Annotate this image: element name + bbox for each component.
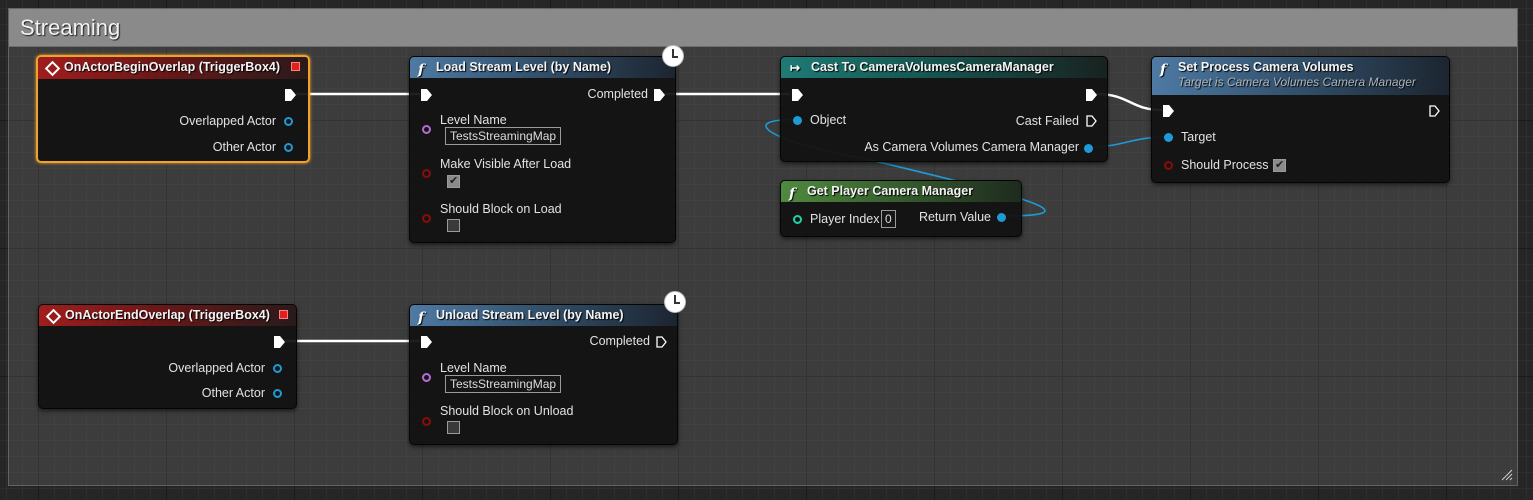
exec-output-pin[interactable] <box>285 89 296 101</box>
node-title: Cast To CameraVolumesCameraManager <box>811 60 1054 74</box>
object-output-pin[interactable] <box>273 389 282 398</box>
pin-label-should-block: Should Block on Load <box>440 202 562 216</box>
node-header[interactable]: f Unload Stream Level (by Name) <box>410 305 677 326</box>
function-f-icon: f <box>418 62 425 78</box>
pin-label-other-actor: Other Actor <box>212 140 276 154</box>
exec-output-pin[interactable] <box>654 89 665 101</box>
resize-grip-icon[interactable] <box>1501 469 1513 481</box>
close-square-icon <box>291 62 300 71</box>
object-output-pin[interactable] <box>997 213 1006 222</box>
object-output-pin[interactable] <box>273 364 282 373</box>
node-unload-stream-level[interactable]: f Unload Stream Level (by Name) Complete… <box>409 304 678 445</box>
pin-label-object: Object <box>810 113 847 127</box>
exec-output-pin[interactable] <box>656 336 667 348</box>
bool-input-pin[interactable] <box>1164 161 1173 170</box>
bool-input-pin[interactable] <box>422 417 431 426</box>
pin-label-level-name: Level Name <box>440 361 507 375</box>
node-title: Get Player Camera Manager <box>807 184 974 198</box>
pin-label-other-actor: Other Actor <box>201 386 265 400</box>
make-visible-checkbox[interactable] <box>447 174 460 188</box>
node-on-actor-end-overlap[interactable]: OnActorEndOverlap (TriggerBox4) Overlapp… <box>38 304 297 409</box>
pin-label-should-block: Should Block on Unload <box>440 404 574 418</box>
pin-label-level-name: Level Name <box>440 113 507 127</box>
node-header[interactable]: f Get Player Camera Manager <box>781 181 1021 202</box>
exec-output-pin[interactable] <box>274 336 285 348</box>
pin-label-overlapped-actor: Overlapped Actor <box>179 114 276 128</box>
pin-label-overlapped-actor: Overlapped Actor <box>168 361 265 375</box>
node-set-process-camera-volumes[interactable]: f Set Process Camera Volumes Target is C… <box>1151 56 1450 183</box>
cast-arrow-icon: ↦ <box>790 61 801 75</box>
pin-label-should-process: Should Process <box>1181 158 1269 172</box>
node-title: Load Stream Level (by Name) <box>436 60 612 74</box>
node-header[interactable]: OnActorEndOverlap (TriggerBox4) <box>39 305 296 326</box>
string-input-pin[interactable] <box>422 125 431 134</box>
cast-failed-exec-pin[interactable] <box>1086 115 1097 127</box>
should-block-checkbox[interactable] <box>447 219 460 232</box>
node-load-stream-level[interactable]: f Load Stream Level (by Name) Completed … <box>409 56 676 243</box>
node-header[interactable]: ↦ Cast To CameraVolumesCameraManager <box>781 57 1107 78</box>
exec-input-pin[interactable] <box>792 89 803 101</box>
function-f-icon: f <box>789 186 796 202</box>
pin-label-player-index: Player Index <box>810 212 880 226</box>
should-process-checkbox[interactable] <box>1273 158 1286 172</box>
exec-output-label: Completed <box>589 334 650 348</box>
object-output-pin[interactable] <box>284 143 293 152</box>
pin-label-as-camera-manager: As Camera Volumes Camera Manager <box>864 140 1079 154</box>
node-cast-to-camera-volumes-camera-manager[interactable]: ↦ Cast To CameraVolumesCameraManager Obj… <box>780 56 1108 162</box>
pin-label-return-value: Return Value <box>918 210 991 224</box>
node-header[interactable]: f Set Process Camera Volumes Target is C… <box>1152 57 1449 95</box>
object-output-pin[interactable] <box>1084 144 1093 153</box>
bool-input-pin[interactable] <box>422 214 431 223</box>
pin-label-make-visible: Make Visible After Load <box>440 157 572 171</box>
bool-input-pin[interactable] <box>422 169 431 178</box>
exec-output-pin[interactable] <box>1429 105 1440 117</box>
should-block-checkbox[interactable] <box>447 421 460 434</box>
pin-label-target: Target <box>1181 130 1216 144</box>
node-on-actor-begin-overlap[interactable]: OnActorBeginOverlap (TriggerBox4) Overla… <box>36 55 310 163</box>
exec-output-pin[interactable] <box>1086 89 1097 101</box>
player-index-input[interactable]: 0 <box>881 210 896 228</box>
node-header[interactable]: f Load Stream Level (by Name) <box>410 57 675 78</box>
node-title: Unload Stream Level (by Name) <box>436 308 624 322</box>
string-input-pin[interactable] <box>422 373 431 382</box>
exec-input-pin[interactable] <box>421 89 432 101</box>
clock-icon <box>664 291 686 313</box>
level-name-input[interactable]: TestsStreamingMap <box>445 127 562 145</box>
node-subtitle: Target is Camera Volumes Camera Manager <box>1178 75 1416 89</box>
exec-input-pin[interactable] <box>421 336 432 348</box>
int-input-pin[interactable] <box>793 215 802 224</box>
node-title: OnActorEndOverlap (TriggerBox4) <box>65 308 270 322</box>
node-title: OnActorBeginOverlap (TriggerBox4) <box>64 60 281 74</box>
level-name-input[interactable]: TestsStreamingMap <box>445 375 562 393</box>
object-output-pin[interactable] <box>284 117 293 126</box>
event-diamond-icon <box>44 60 61 77</box>
exec-output-label: Completed <box>587 87 648 101</box>
function-f-icon: f <box>418 310 425 326</box>
event-diamond-icon <box>45 308 62 325</box>
node-get-player-camera-manager[interactable]: f Get Player Camera Manager Player Index… <box>780 180 1022 237</box>
clock-icon <box>662 45 684 67</box>
close-square-icon <box>279 310 288 319</box>
pin-label-cast-failed: Cast Failed <box>1015 114 1079 128</box>
node-title: Set Process Camera Volumes <box>1178 60 1354 74</box>
object-input-pin[interactable] <box>793 116 802 125</box>
comment-title[interactable]: Streaming <box>9 9 1517 47</box>
exec-input-pin[interactable] <box>1163 105 1174 117</box>
object-input-pin[interactable] <box>1164 133 1173 142</box>
function-f-icon: f <box>1160 62 1167 78</box>
node-header[interactable]: OnActorBeginOverlap (TriggerBox4) <box>38 57 308 79</box>
